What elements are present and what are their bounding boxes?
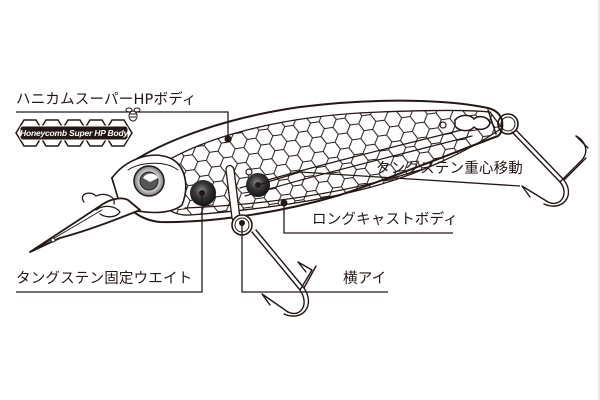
callout-long-cast-body: ロングキャストボディ xyxy=(312,212,458,228)
honeycomb-badge-shape xyxy=(15,119,133,147)
lure-head-and-lip xyxy=(29,154,187,253)
bee-icon xyxy=(125,107,141,122)
callout-tungsten-center-of-gravity: タングステン重心移動 xyxy=(376,161,523,177)
honeycomb-super-hp-body-badge: Honeycomb Super HP Body xyxy=(16,118,132,148)
callout-side-eye: 横アイ xyxy=(343,271,387,287)
badge-label: Honeycomb Super HP Body xyxy=(20,128,128,138)
callout-honeycomb-super-hp-body: ハニカムスーパーHPボディ xyxy=(16,92,197,108)
callout-tungsten-fixed-weight: タングステン固定ウエイト xyxy=(16,271,193,287)
rear-treble-hook xyxy=(497,113,589,207)
belly-treble-hook xyxy=(251,229,317,317)
image-edge xyxy=(598,0,600,400)
callout-leader-lines xyxy=(16,111,521,293)
